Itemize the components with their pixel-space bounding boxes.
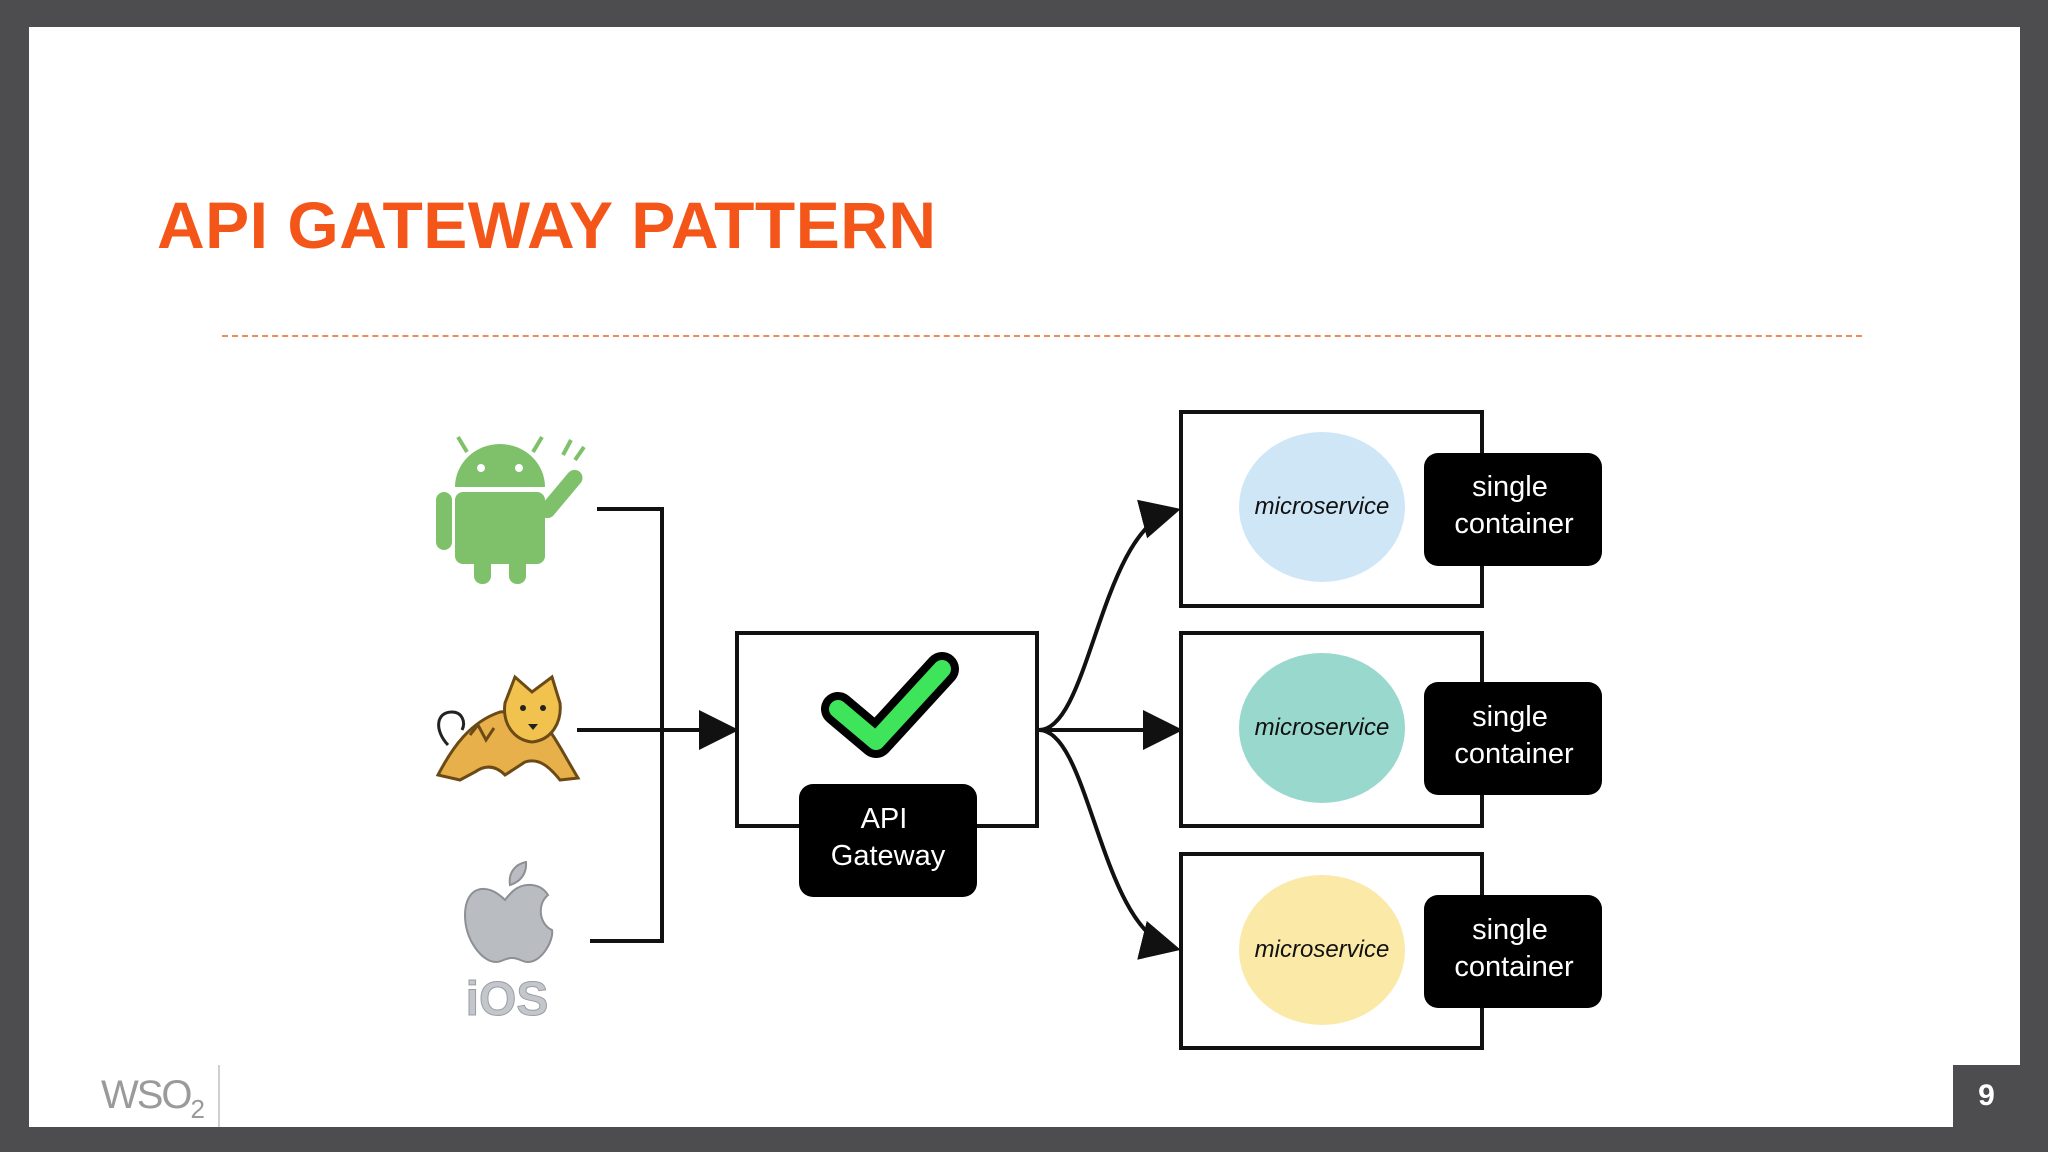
- microservice-3-container-box: [1424, 895, 1602, 1008]
- microservice-2-container-line1: single: [1472, 701, 1548, 733]
- microservice-1-container-box: [1424, 453, 1602, 566]
- android-icon: [436, 435, 586, 584]
- microservice-3-container-line2: container: [1454, 951, 1574, 983]
- ios-label: iOS: [466, 973, 549, 1026]
- page-number: 9: [1953, 1065, 2020, 1127]
- microservice-2-label: microservice: [1255, 714, 1390, 741]
- wso2-logo-text: WSO: [101, 1073, 193, 1117]
- microservice-1-container-line2: container: [1454, 508, 1574, 540]
- api-gateway-diagram: iOS API Gateway microse: [435, 410, 1602, 1050]
- microservice-1-container-line1: single: [1472, 471, 1548, 503]
- footer-separator: [218, 1065, 220, 1127]
- title-divider: [222, 335, 1862, 337]
- microservice-3-container-line1: single: [1472, 914, 1548, 946]
- microservice-1-circle: [1239, 432, 1405, 582]
- microservice-2-container-box: [1424, 682, 1602, 795]
- microservice-3-label: microservice: [1255, 936, 1390, 963]
- tomcat-icon: [435, 674, 581, 782]
- apple-icon: iOS: [463, 860, 554, 1027]
- svg-text:single container: single container: [1454, 914, 1574, 983]
- api-gateway-label-line1: API: [861, 803, 908, 835]
- microservice-2-circle: [1239, 653, 1405, 803]
- slide-title: API GATEWAY PATTERN: [157, 188, 937, 262]
- microservice-3-circle: [1239, 875, 1405, 1025]
- svg-text:single container: single container: [1454, 471, 1574, 540]
- slide: API GATEWAY PATTERN: [29, 27, 2020, 1127]
- api-gateway-label-line2: Gateway: [831, 840, 946, 872]
- client-connector: [577, 507, 739, 943]
- svg-text:single container: single container: [1454, 701, 1574, 770]
- microservice-1-label: microservice: [1255, 493, 1390, 520]
- microservice-1: microservice single container: [1179, 410, 1602, 608]
- microservice-2-container-line2: container: [1454, 738, 1574, 770]
- api-gateway-label-box: [799, 784, 977, 897]
- svg-text:API Gateway: API Gateway: [831, 803, 946, 872]
- wso2-logo: WSO2: [101, 1073, 206, 1125]
- gateway-arrows: [1038, 499, 1183, 960]
- wso2-logo-subscript: 2: [190, 1094, 206, 1124]
- microservice-2: microservice single container: [1179, 631, 1602, 828]
- microservice-3: microservice single container: [1179, 852, 1602, 1050]
- api-gateway: API Gateway: [735, 631, 1039, 897]
